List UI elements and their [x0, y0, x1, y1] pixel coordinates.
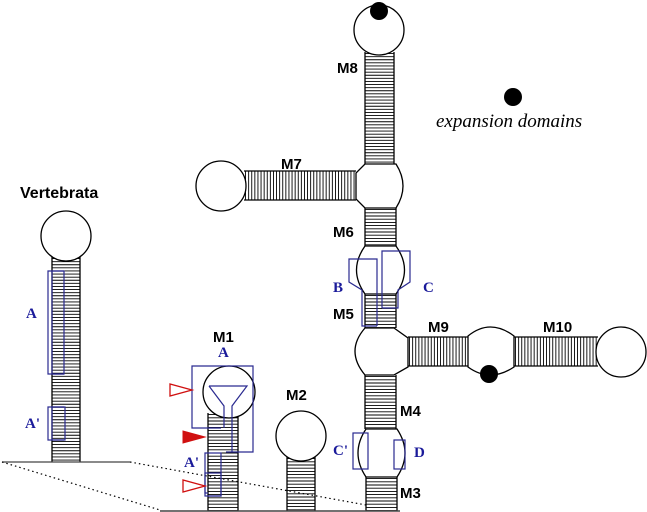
m4-stem	[364, 375, 397, 429]
m9-m10-internal-loop	[467, 326, 515, 376]
m1-hairpin-loop	[202, 365, 256, 419]
m6-stem	[364, 208, 397, 246]
d-box	[393, 439, 406, 470]
expansion-dot-m8	[370, 2, 388, 20]
m10-stem	[514, 336, 598, 367]
vert-a-box	[51, 270, 65, 375]
label-m2: M2	[286, 387, 307, 404]
region-brackets	[47, 250, 411, 497]
region-label-m1-a: A	[218, 345, 229, 361]
m7-hairpin-loop	[195, 160, 247, 212]
label-m6: M6	[333, 224, 354, 241]
vertebrata-hairpin-loop	[40, 210, 92, 262]
m6-m7-m8-junction	[355, 163, 404, 209]
region-label-vert-a: A	[26, 306, 37, 322]
m3-m4-internal-loop	[357, 428, 406, 478]
m2-stem	[286, 457, 316, 511]
region-label-d: D	[414, 445, 425, 461]
helix-stems	[51, 52, 598, 512]
m1-a-prime-inner	[204, 472, 222, 497]
legend-dot-icon	[504, 88, 522, 106]
m3-stem	[365, 477, 398, 512]
region-label-c-prime: C'	[333, 443, 348, 459]
region-label-c: C	[423, 280, 434, 296]
baseline-dotted-right	[129, 461, 367, 506]
m1-stem	[207, 413, 239, 512]
label-m10: M10	[543, 319, 572, 336]
label-m9: M9	[428, 319, 449, 336]
baseline-dotted-left	[1, 461, 161, 511]
arrow-open-base-icon	[182, 479, 208, 493]
expansion-dot-m9-m10	[480, 365, 498, 383]
m10-hairpin-loop	[595, 326, 647, 378]
arrow-filled-icon	[182, 430, 207, 444]
m5-stem	[364, 294, 397, 329]
m8-stem	[364, 52, 395, 164]
m4-m5-m9-junction	[354, 327, 409, 376]
vertebrata-stem	[51, 257, 81, 462]
m1-a-box	[191, 365, 254, 453]
label-m5: M5	[333, 306, 354, 323]
label-m3: M3	[400, 485, 421, 502]
m9-stem	[408, 336, 468, 367]
m1-a-funnel	[208, 385, 249, 452]
b-box	[348, 258, 378, 327]
region-label-m1-a-prime: A'	[184, 455, 199, 471]
region-label-vert-a-prime: A'	[25, 416, 40, 432]
label-m4: M4	[400, 403, 421, 420]
legend-label: expansion domains	[436, 111, 582, 132]
label-m7: M7	[281, 156, 302, 173]
arrow-open-icon	[169, 383, 195, 397]
region-label-b: B	[333, 280, 343, 296]
c-box	[381, 250, 411, 309]
m5-m6-internal-loop	[355, 245, 406, 295]
m7-stem	[244, 170, 356, 201]
vertebrata-title: Vertebrata	[20, 185, 98, 202]
m2-hairpin-loop	[275, 410, 327, 462]
label-m8: M8	[337, 60, 358, 77]
c-prime-box	[352, 432, 369, 470]
label-m1: M1	[213, 329, 234, 346]
vert-a-prime-box	[51, 406, 66, 441]
